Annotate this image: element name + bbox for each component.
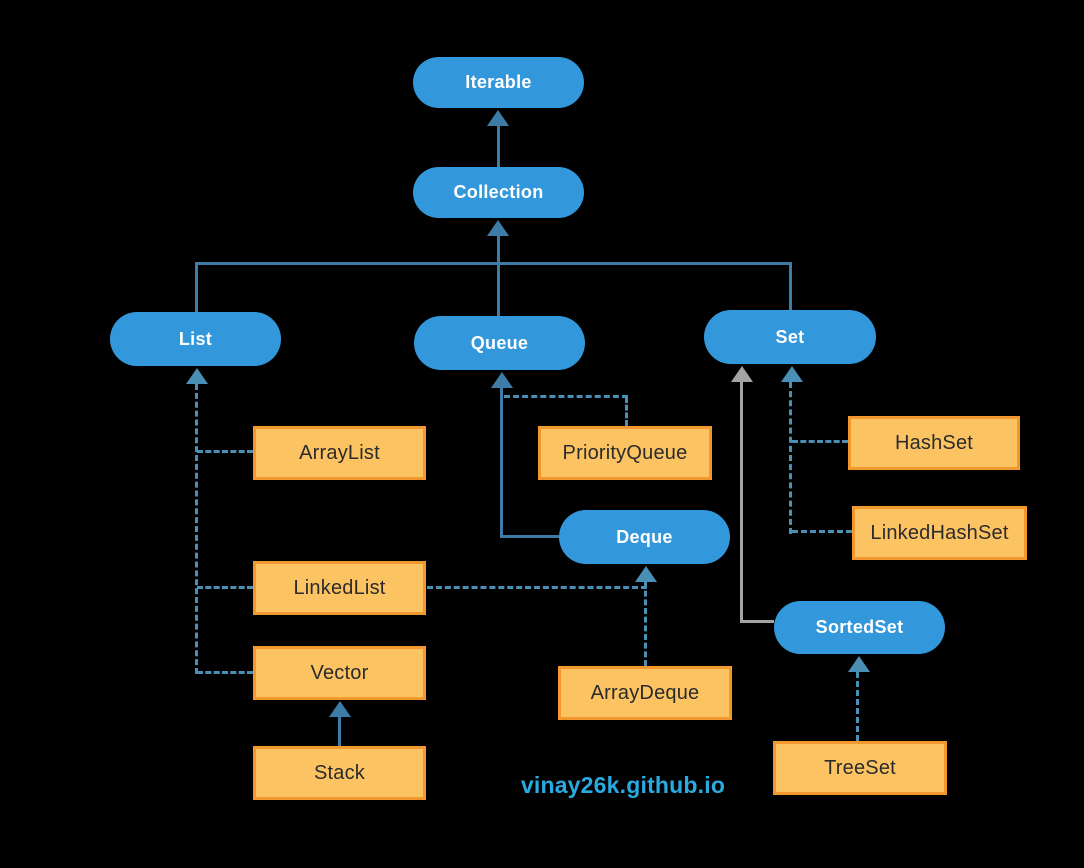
node-linkedlist: LinkedList <box>253 561 426 615</box>
node-hashset: HashSet <box>848 416 1020 470</box>
node-linkedlist-label: LinkedList <box>293 576 386 599</box>
node-iterable: Iterable <box>413 57 584 108</box>
arrowhead-implementations-to-list <box>186 368 208 384</box>
watermark-text: vinay26k.github.io <box>520 772 726 798</box>
edge-tree-horizontal <box>195 262 792 265</box>
edge-vector-to-list <box>197 671 253 674</box>
edge-stack-to-vector <box>338 717 341 746</box>
node-deque-label: Deque <box>616 526 673 547</box>
node-treeset: TreeSet <box>773 741 947 795</box>
arrowhead-implementations-to-set <box>781 366 803 382</box>
edge-set-children-vertical <box>789 382 792 534</box>
edge-deque-to-queue-vertical <box>500 388 503 538</box>
edge-sortedset-to-set-vertical <box>740 382 743 623</box>
arrowhead-implementations-to-deque <box>635 566 657 582</box>
node-treeset-label: TreeSet <box>824 756 896 779</box>
node-queue: Queue <box>414 316 585 370</box>
edge-linkedlist-to-deque <box>427 586 647 589</box>
node-set-label: Set <box>775 326 805 347</box>
arrowhead-stack-to-vector <box>329 701 351 717</box>
node-arraydeque-label: ArrayDeque <box>590 681 700 704</box>
node-sortedset: SortedSet <box>774 601 945 654</box>
edge-treeset-to-sortedset <box>856 672 859 741</box>
edge-linkedhashset-to-set <box>792 530 852 533</box>
edge-linkedlist-to-list <box>197 586 253 589</box>
node-priorityqueue: PriorityQueue <box>538 426 712 480</box>
edge-queue-to-collection <box>497 236 500 316</box>
edge-arraydeque-to-deque <box>644 582 647 666</box>
node-sortedset-label: SortedSet <box>815 617 904 637</box>
arrowhead-sortedset-to-set <box>731 366 753 382</box>
node-list-label: List <box>178 328 213 349</box>
edge-arraylist-to-list <box>197 450 253 453</box>
node-vector: Vector <box>253 646 426 700</box>
edge-list-to-tree <box>195 262 198 312</box>
node-vector-label: Vector <box>310 661 369 684</box>
edge-deque-to-queue-horizontal <box>500 535 559 538</box>
edge-sortedset-to-set-horizontal <box>740 620 774 623</box>
node-linkedhashset-label: LinkedHashSet <box>870 521 1009 544</box>
node-iterable-label: Iterable <box>465 72 532 92</box>
edge-hashset-to-set <box>792 440 848 443</box>
arrowhead-subtypes-to-queue <box>491 372 513 388</box>
edge-priorityqueue-to-queue-horizontal <box>504 395 628 398</box>
edge-priorityqueue-to-queue-vertical <box>625 397 628 426</box>
node-hashset-label: HashSet <box>894 431 974 454</box>
node-priorityqueue-label: PriorityQueue <box>562 441 688 464</box>
edge-list-children-vertical <box>195 384 198 674</box>
node-set: Set <box>704 310 876 364</box>
node-arraylist: ArrayList <box>253 426 426 480</box>
node-linkedhashset: LinkedHashSet <box>852 506 1027 560</box>
node-stack: Stack <box>253 746 426 800</box>
node-list: List <box>110 312 281 366</box>
node-deque: Deque <box>559 510 730 564</box>
node-stack-label: Stack <box>313 761 366 784</box>
arrowhead-subtree-to-collection <box>487 220 509 236</box>
node-arraylist-label: ArrayList <box>299 441 380 464</box>
node-collection-label: Collection <box>453 182 544 202</box>
arrowhead-collection-to-iterable <box>487 110 509 126</box>
node-queue-label: Queue <box>470 332 529 353</box>
node-collection: Collection <box>413 167 584 218</box>
edge-collection-to-iterable <box>497 126 500 167</box>
edge-set-to-tree <box>789 262 792 310</box>
arrowhead-treeset-to-sortedset <box>848 656 870 672</box>
node-arraydeque: ArrayDeque <box>558 666 732 720</box>
